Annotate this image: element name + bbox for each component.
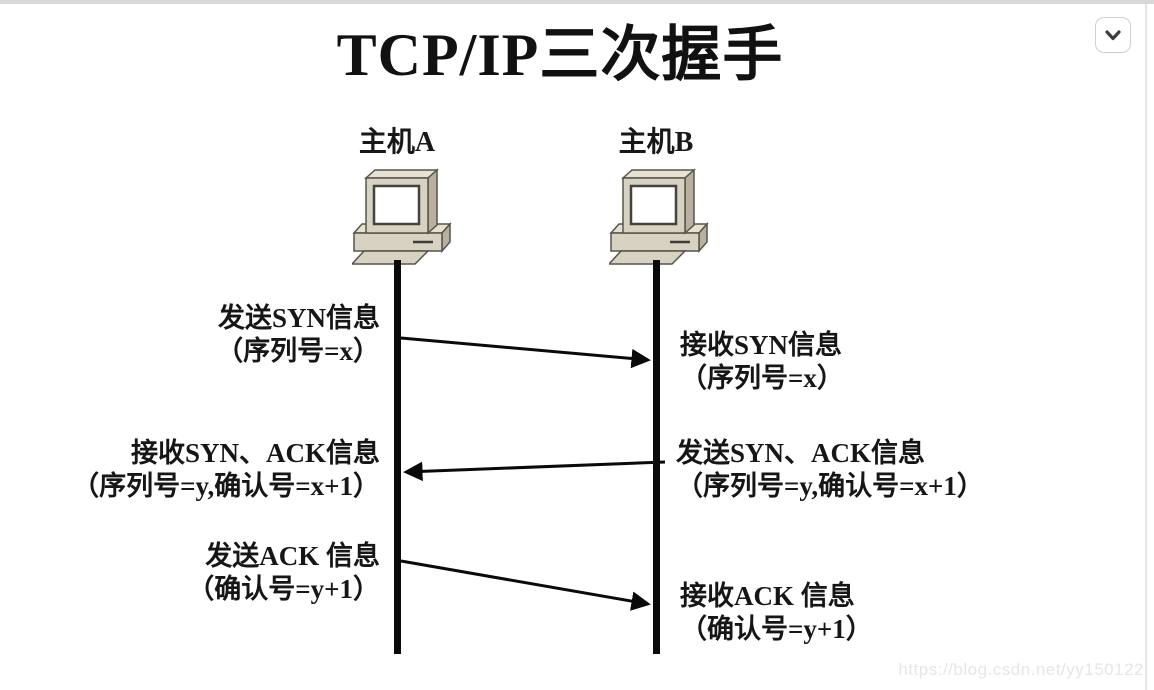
label-send-syn: 发送SYN信息 （序列号=x） <box>216 302 380 368</box>
label-send-syn-line2: （序列号=x） <box>216 336 380 366</box>
label-receive-ack: 接收ACK 信息 （确认号=y+1） <box>680 580 873 646</box>
lifeline-host-a <box>394 260 401 654</box>
label-receive-syn-ack: 接收SYN、ACK信息 （序列号=y,确认号=x+1） <box>72 437 380 503</box>
label-send-ack-line1: 发送ACK 信息 <box>205 541 380 571</box>
label-receive-syn: 接收SYN信息 （序列号=x） <box>680 329 844 395</box>
watermark: https://blog.csdn.net/yy150122 <box>898 660 1144 679</box>
computer-icon <box>352 163 452 265</box>
collapse-button[interactable] <box>1095 17 1131 53</box>
label-receive-ack-line1: 接收ACK 信息 <box>680 581 855 611</box>
label-send-syn-ack: 发送SYN、ACK信息 （序列号=y,确认号=x+1） <box>676 437 984 503</box>
label-send-syn-line1: 发送SYN信息 <box>217 303 380 333</box>
label-receive-syn-line1: 接收SYN信息 <box>680 330 843 360</box>
label-send-ack-line2: （确认号=y+1） <box>187 574 380 604</box>
label-send-syn-ack-line2: （序列号=y,确认号=x+1） <box>676 471 984 501</box>
page-title: TCP/IP三次握手 <box>336 22 784 88</box>
chevron-down-icon <box>1105 30 1121 41</box>
syn-ack-arrow <box>403 460 666 482</box>
host-a-label: 主机A <box>358 127 436 158</box>
top-border <box>0 0 1154 4</box>
syn-arrow <box>400 336 651 369</box>
host-b-label: 主机B <box>618 127 694 158</box>
computer-icon <box>609 163 709 265</box>
ack-arrow <box>400 559 651 611</box>
label-receive-syn-ack-line2: （序列号=y,确认号=x+1） <box>72 471 380 501</box>
label-send-syn-ack-line1: 发送SYN、ACK信息 <box>676 438 926 468</box>
label-receive-syn-ack-line1: 接收SYN、ACK信息 <box>130 438 380 468</box>
right-edge-divider <box>1145 4 1147 690</box>
label-send-ack: 发送ACK 信息 （确认号=y+1） <box>187 540 380 606</box>
label-receive-ack-line2: （确认号=y+1） <box>680 614 873 644</box>
lifeline-host-b <box>653 260 660 654</box>
label-receive-syn-line2: （序列号=x） <box>680 363 844 393</box>
